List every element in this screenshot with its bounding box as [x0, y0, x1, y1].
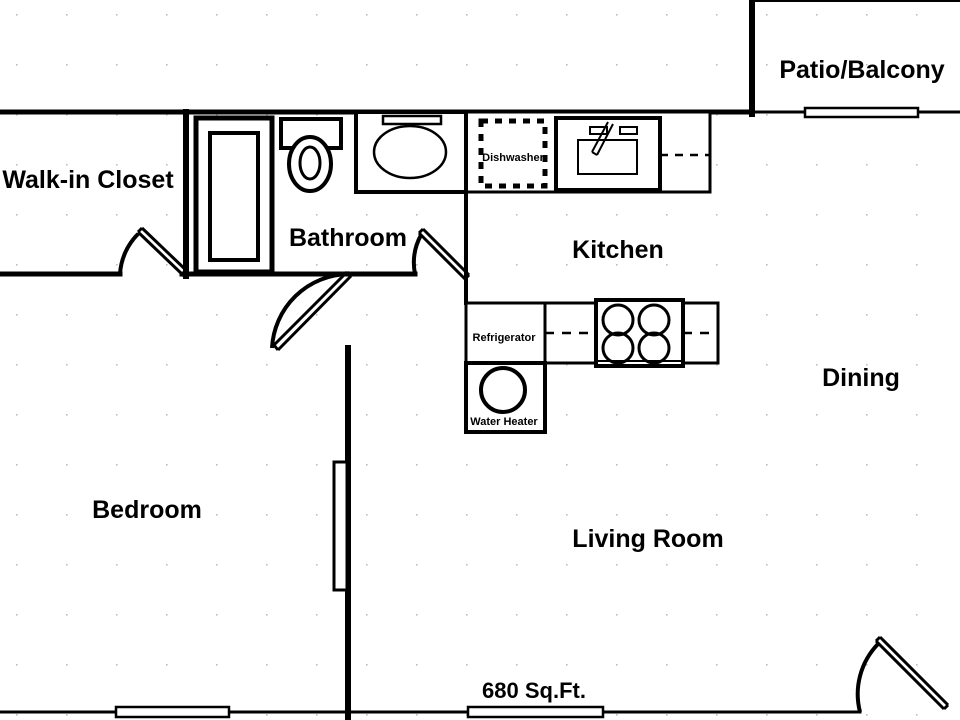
kitchen-lower-counter: [464, 298, 720, 434]
toilet-icon: [279, 117, 343, 193]
bedroom-window: [114, 705, 231, 719]
bathtub-icon: [193, 115, 275, 275]
door-group: [118, 226, 950, 713]
bedroom-door-swing: [270, 270, 353, 352]
bathroom-fixtures: [193, 110, 468, 275]
room-label-kitchen: Kitchen: [572, 236, 664, 264]
bathroom-door-swing: [411, 227, 471, 281]
dishwasher-icon: [478, 118, 548, 189]
fixture-label-dishwasher: Dishwasher: [482, 152, 544, 164]
room-label-bathroom: Bathroom: [289, 224, 407, 252]
total-area-label: 680 Sq.Ft.: [482, 678, 586, 703]
kitchen-upper-counter: [464, 110, 712, 194]
closet-door-swing: [118, 226, 190, 278]
water-heater-icon: [464, 361, 547, 434]
room-label-walk-in-closet: Walk-in Closet: [2, 166, 174, 194]
stove-icon: [594, 298, 685, 368]
refrigerator-icon: [464, 301, 547, 365]
vanity-sink-icon: [354, 110, 468, 194]
room-label-patio-balcony: Patio/Balcony: [779, 56, 944, 84]
fixture-label-water-heater: Water Heater: [470, 416, 538, 428]
bedroom-closet-nib: [332, 460, 349, 592]
label-group: Walk-in Closet Bathroom Kitchen Patio/Ba…: [2, 56, 944, 703]
room-label-living-room: Living Room: [572, 525, 723, 553]
patio-window: [803, 106, 920, 119]
entry-door-swing: [855, 635, 950, 713]
kitchen-sink-icon: [554, 116, 662, 192]
room-label-dining: Dining: [822, 364, 900, 392]
room-label-bedroom: Bedroom: [92, 496, 202, 524]
living-room-window: [466, 705, 605, 719]
fixture-label-refrigerator: Refrigerator: [473, 332, 537, 344]
window-group: [114, 106, 920, 719]
